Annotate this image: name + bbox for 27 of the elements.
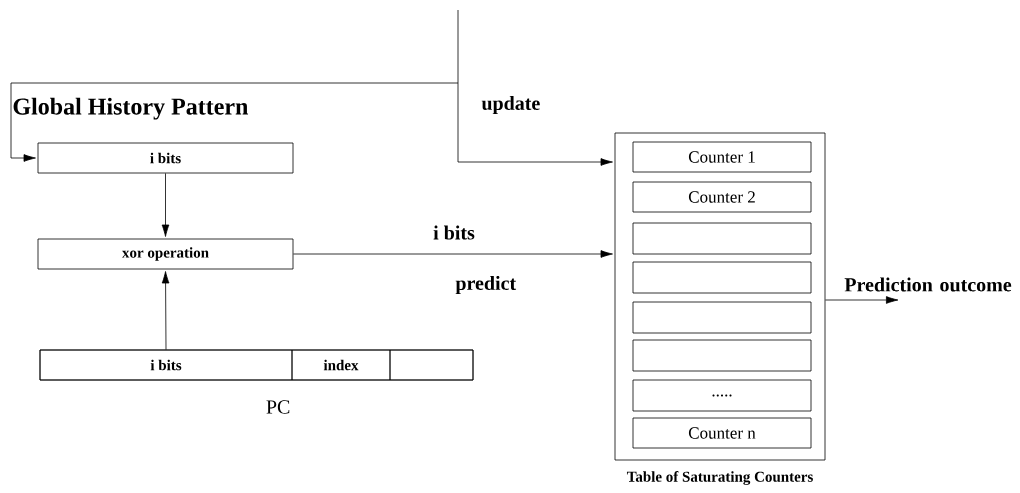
- register-field: i bits: [39, 349, 293, 381]
- counter-cell: Counter 2: [632, 181, 812, 213]
- counter-cell: Counter 1: [632, 141, 812, 173]
- arrow: [161, 173, 170, 237]
- node-label: Table of Saturating Counters: [626, 471, 813, 485]
- heading: Global History Pattern: [13, 97, 249, 120]
- arrow: [161, 271, 170, 350]
- register-field: [389, 349, 474, 381]
- arrow: [10, 82, 459, 162]
- counter-cell: [632, 339, 812, 372]
- counter-cell: [632, 261, 812, 294]
- counter-cell: .....: [632, 379, 812, 412]
- node-label: PC: [266, 400, 290, 414]
- counter-cell: Counter n: [632, 417, 812, 449]
- counter-cell: [632, 222, 812, 255]
- counter-cell: [632, 301, 812, 334]
- text-label: predict: [455, 275, 517, 295]
- edge-label: Prediction outcome: [844, 277, 1012, 292]
- register-box: i bits: [37, 142, 294, 174]
- operation-box: xor operation: [37, 238, 294, 270]
- arrow: [293, 250, 613, 258]
- register-field: index: [291, 349, 391, 381]
- table-box: [614, 132, 826, 461]
- arrow: [825, 296, 899, 304]
- edge-label: i bits: [432, 224, 476, 241]
- edge-label: update: [480, 94, 542, 116]
- arrow: [457, 9, 613, 166]
